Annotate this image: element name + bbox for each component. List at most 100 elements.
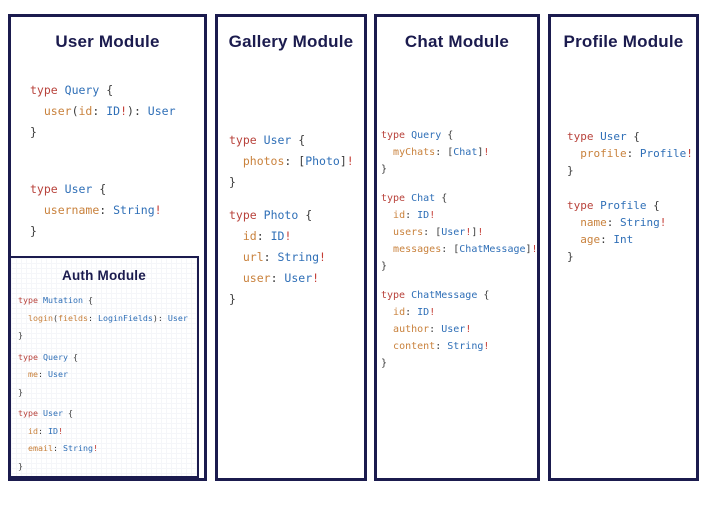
code-token: }	[381, 164, 388, 175]
code-token: String	[62, 443, 93, 453]
code-token: login	[28, 312, 53, 323]
code-token	[381, 324, 393, 335]
code-token: !	[346, 154, 354, 168]
code-token: :	[52, 443, 63, 453]
code-token: ChatMessage	[411, 290, 478, 301]
code-token	[229, 250, 243, 264]
code-token: profile	[580, 147, 627, 160]
code-token: :	[435, 341, 448, 352]
code-line: type Query {	[18, 349, 197, 367]
code-line: messages: [ChatMessage]!	[381, 241, 537, 258]
code-line: type User {	[567, 128, 696, 145]
code-line: id: ID!	[229, 226, 364, 247]
code-token: :	[87, 312, 98, 323]
code-token	[381, 307, 393, 318]
code-token: !	[58, 425, 63, 436]
code-token: type	[381, 193, 406, 204]
code-line: type User {	[30, 179, 204, 200]
code-token	[18, 443, 28, 453]
code-token: type	[30, 83, 58, 97]
code-token: Photo	[263, 208, 299, 222]
code-token: : [	[423, 227, 442, 238]
code-token: author	[393, 324, 430, 335]
code-token: !	[465, 324, 472, 335]
code-line: user(id: ID!): User	[30, 101, 204, 122]
chat-module-code: type Query { myChats: [Chat]!}type Chat …	[381, 127, 537, 372]
code-token: !	[483, 147, 490, 158]
code-line: email: String!	[18, 440, 197, 458]
code-token: !	[659, 216, 667, 229]
code-token: Profile	[600, 199, 647, 212]
code-token: Query	[64, 83, 100, 97]
code-token: :	[626, 147, 640, 160]
code-token: {	[62, 408, 73, 418]
code-token: : [	[441, 244, 460, 255]
code-token: :	[256, 229, 271, 243]
code-block: type Query { user(id: ID!): User}	[30, 80, 204, 143]
code-token: ChatMessage	[459, 244, 526, 255]
code-line: }	[30, 221, 204, 242]
code-token: ID	[417, 210, 430, 221]
code-token: ID	[417, 307, 430, 318]
code-token: !	[312, 271, 320, 285]
code-line: type ChatMessage {	[381, 287, 537, 304]
code-token: messages	[393, 244, 442, 255]
code-token: :	[99, 203, 114, 217]
code-token: {	[298, 208, 313, 222]
code-token: type	[30, 182, 58, 196]
code-token: ID	[48, 425, 58, 436]
auth-module-code: type Mutation { login(fields: LoginField…	[18, 292, 197, 475]
code-token	[18, 313, 28, 323]
code-token: :	[38, 369, 48, 379]
code-token	[229, 271, 243, 285]
code-token: (	[71, 104, 79, 118]
code-line: }	[567, 248, 696, 265]
code-token: !	[429, 307, 436, 318]
code-token: }	[229, 292, 236, 306]
code-line: }	[567, 162, 696, 179]
code-token: type	[18, 408, 38, 418]
code-token: age	[580, 233, 601, 246]
code-token: {	[646, 199, 660, 212]
code-token	[381, 341, 393, 352]
code-token: photos	[242, 154, 285, 168]
code-token: !	[429, 210, 436, 221]
code-token: type	[18, 351, 38, 362]
code-token: }	[30, 224, 37, 238]
code-token: (	[52, 312, 58, 323]
code-token: String	[447, 341, 484, 352]
code-line: type Mutation {	[18, 292, 197, 310]
code-token: {	[626, 130, 640, 143]
code-token: id	[393, 307, 406, 318]
code-line: profile: Profile!	[567, 145, 696, 162]
code-token: user	[242, 271, 271, 285]
code-line: id: ID!	[381, 304, 537, 321]
code-line: me: User	[18, 366, 197, 384]
code-token: :	[600, 233, 614, 246]
code-token: User	[284, 271, 313, 285]
code-token: Profile	[639, 147, 687, 160]
code-token: }	[18, 460, 23, 471]
code-token	[30, 104, 44, 118]
code-line: }	[18, 384, 197, 402]
code-token: String	[113, 203, 155, 217]
code-line: }	[229, 172, 364, 193]
code-token: content	[393, 341, 436, 352]
code-token	[381, 147, 393, 158]
code-block: type Profile { name: String! age: Int}	[567, 197, 696, 265]
code-token: email	[28, 443, 53, 453]
code-line: }	[381, 161, 537, 178]
code-token: Mutation	[42, 295, 83, 305]
code-token: id	[78, 104, 93, 118]
code-token: type	[567, 130, 594, 143]
code-token: User	[64, 182, 93, 196]
code-token: type	[18, 295, 38, 305]
code-line: photos: [Photo]!	[229, 151, 364, 172]
code-token: : [	[435, 147, 454, 158]
code-token: {	[82, 295, 93, 305]
code-token: {	[67, 351, 78, 362]
code-token: type	[381, 290, 406, 301]
code-token	[381, 227, 393, 238]
code-token: Photo	[305, 154, 340, 168]
code-token: String	[277, 250, 320, 264]
